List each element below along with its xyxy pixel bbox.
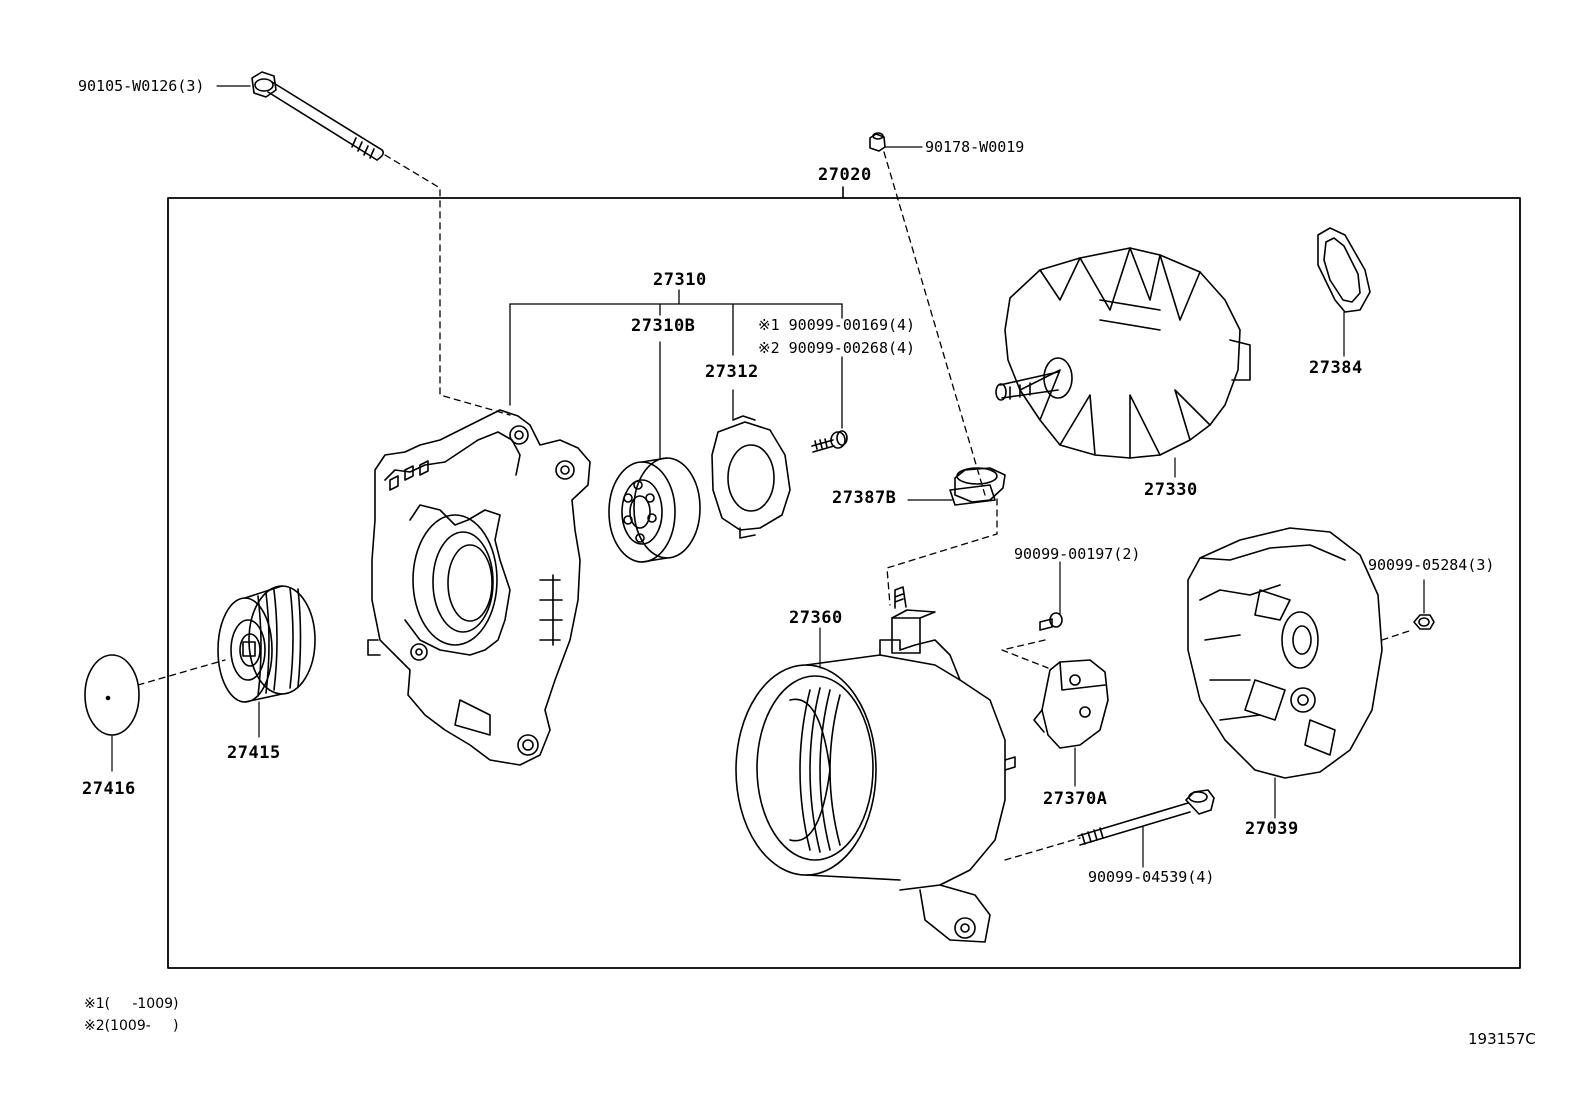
bearing	[608, 457, 701, 563]
label-rear-cover: 27039	[1245, 819, 1299, 839]
small-screw	[811, 430, 848, 453]
label-nut-top: 90178-W0019	[925, 138, 1025, 156]
cap	[84, 654, 226, 772]
label-insulator: 27387B	[832, 488, 897, 508]
label-ring: 27384	[1309, 358, 1363, 378]
footnote-2: ※2(1009- )	[84, 1018, 179, 1034]
assembly-frame	[167, 197, 1521, 969]
label-bolt-bottom: 90099-04539(4)	[1088, 868, 1215, 886]
bearing-group-leader	[509, 289, 843, 459]
right-nut	[1413, 579, 1435, 630]
label-nut-right: 90099-05284(3)	[1368, 556, 1495, 574]
label-cap: 27416	[82, 779, 136, 799]
rear-cover	[1187, 527, 1413, 819]
label-stator: 27360	[789, 608, 843, 628]
top-nut	[869, 132, 998, 606]
label-pulley: 27415	[227, 743, 281, 763]
pulley	[217, 585, 316, 738]
label-bearing: 27310B	[631, 316, 696, 336]
label-screw-note1: ※1 90099-00169(4)	[758, 316, 916, 334]
stator	[735, 586, 1081, 943]
mid-screw	[1001, 561, 1063, 669]
retainer-plate	[711, 415, 791, 539]
label-assembly: 27020	[818, 165, 872, 185]
label-bolt-top: 90105-W0126(3)	[78, 77, 205, 95]
label-bearing-group: 27310	[653, 270, 707, 290]
long-bolt-top	[216, 71, 511, 416]
drive-end-frame	[367, 409, 591, 766]
drawing-code: 193157C	[1468, 1030, 1536, 1048]
insulator	[907, 467, 1006, 506]
rotor	[995, 247, 1251, 478]
footnote-1: ※1( -1009)	[84, 996, 179, 1012]
label-retainer: 27312	[705, 362, 759, 382]
label-rotor: 27330	[1144, 480, 1198, 500]
label-screw-mid: 90099-00197(2)	[1014, 545, 1141, 563]
label-screw-note2: ※2 90099-00268(4)	[758, 339, 916, 357]
label-brush-holder: 27370A	[1043, 789, 1108, 809]
long-bolt-bottom	[1077, 789, 1215, 868]
ring	[1317, 227, 1371, 357]
brush-holder	[1033, 659, 1109, 787]
